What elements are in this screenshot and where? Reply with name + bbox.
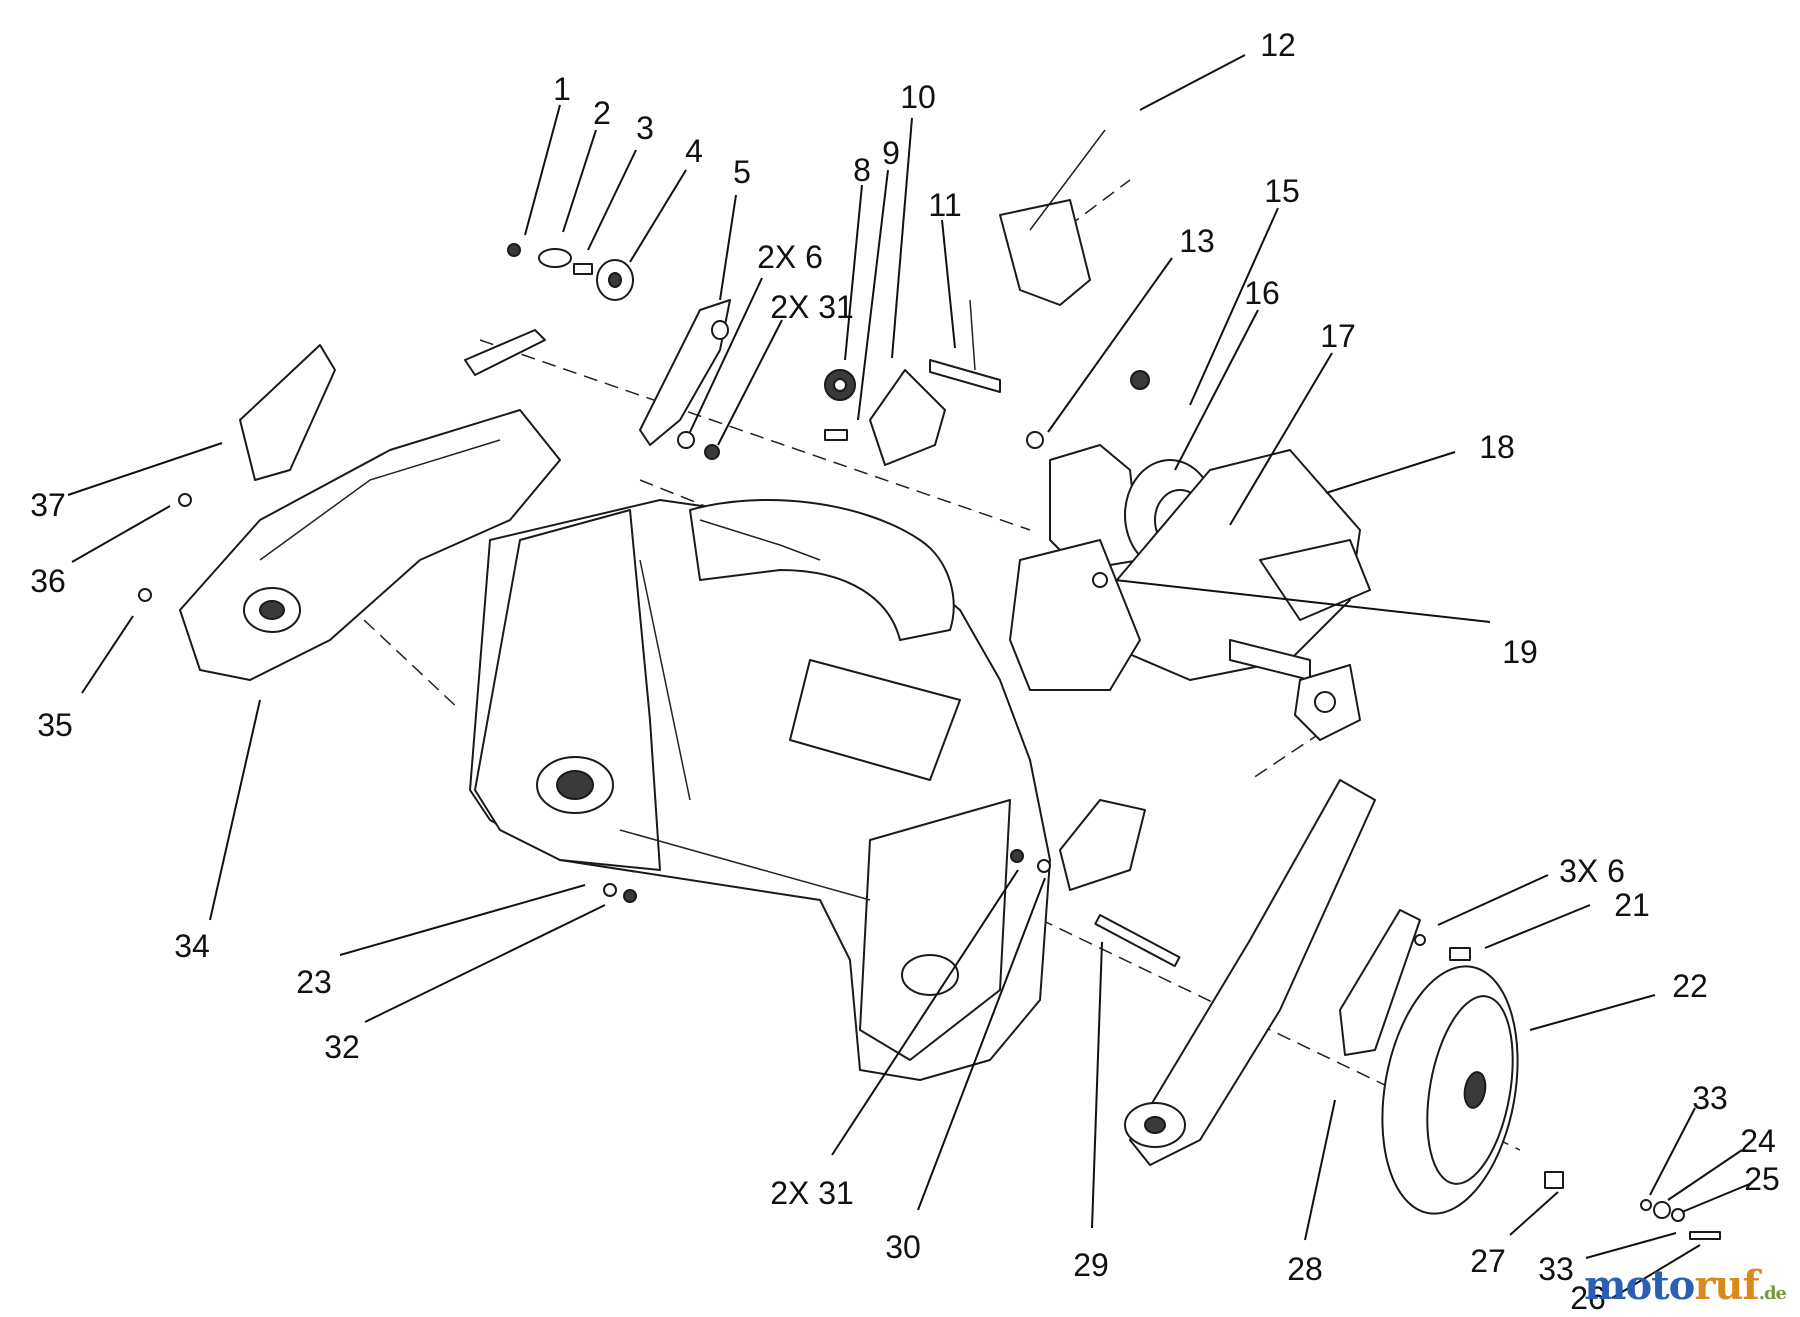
callout-33-lower: 33 — [1538, 1251, 1574, 1287]
bracket-37 — [239, 344, 336, 481]
callout-27: 27 — [1470, 1243, 1506, 1279]
callout-35: 35 — [37, 707, 73, 743]
callout-1: 1 — [553, 71, 571, 107]
bracket-3x6 — [1339, 909, 1421, 1056]
leader-lines — [67, 54, 1753, 1299]
callout-8: 8 — [853, 152, 871, 188]
callout-23: 23 — [296, 964, 332, 1000]
callout-10: 10 — [900, 79, 936, 115]
bushing-27 — [1544, 1171, 1564, 1189]
callout-32: 32 — [324, 1029, 360, 1065]
plate-10 — [869, 369, 946, 466]
callout-28: 28 — [1287, 1251, 1323, 1287]
callout-16: 16 — [1244, 275, 1280, 311]
callout-18: 18 — [1479, 429, 1515, 465]
callout-2: 2 — [593, 95, 611, 131]
bolt-19 — [1092, 572, 1108, 588]
callout-29: 29 — [1073, 1247, 1109, 1283]
callout-26: 26 — [1570, 1280, 1606, 1316]
callout-3: 3 — [636, 110, 654, 146]
shaft-11 — [929, 359, 1001, 393]
tube-30 — [1059, 799, 1146, 891]
rod-29 — [1094, 914, 1181, 968]
callout-labels: 1 2 3 4 5 2X 6 2X 31 8 9 10 11 12 13 15 … — [30, 27, 1780, 1316]
callout-11: 11 — [928, 187, 961, 223]
callout-12: 12 — [1260, 27, 1296, 63]
callout-33-upper: 33 — [1692, 1080, 1728, 1116]
callout-25: 25 — [1744, 1161, 1780, 1197]
bolt-21 — [1449, 947, 1471, 961]
left-side-plate — [179, 344, 561, 681]
watermark-logo: motoruf.de — [1584, 1262, 1787, 1309]
callout-24: 24 — [1740, 1123, 1776, 1159]
plate-28 — [1129, 779, 1376, 1166]
callout-15: 15 — [1264, 173, 1300, 209]
callout-30: 30 — [885, 1229, 921, 1265]
nut-13 — [1026, 431, 1044, 449]
callout-2x31-upper: 2X 31 — [770, 289, 854, 325]
callout-34: 34 — [174, 928, 210, 964]
callout-13: 13 — [1179, 223, 1215, 259]
auger-housing — [469, 499, 1051, 1081]
upper-hardware — [464, 243, 1001, 466]
knob-15 — [1130, 370, 1150, 390]
watermark-text-b: ruf — [1694, 1262, 1759, 1309]
callout-5: 5 — [733, 154, 751, 190]
callout-2x31-lower: 2X 31 — [770, 1175, 854, 1211]
callout-37: 37 — [30, 487, 66, 523]
callout-4: 4 — [685, 133, 703, 169]
bolt-9 — [824, 429, 848, 441]
callout-21: 21 — [1614, 887, 1650, 923]
callout-22: 22 — [1672, 968, 1708, 1004]
callout-17: 17 — [1320, 318, 1356, 354]
motor-assembly — [999, 129, 1371, 741]
watermark-text-c: .de — [1758, 1283, 1787, 1304]
callout-3x6: 3X 6 — [1559, 853, 1625, 889]
bracket-5 — [639, 299, 731, 446]
callout-2x6: 2X 6 — [757, 239, 823, 275]
callout-36: 36 — [30, 563, 66, 599]
bolt-26 — [1689, 1231, 1721, 1240]
callout-19: 19 — [1502, 634, 1538, 670]
right-side-assembly — [138, 493, 1721, 1240]
watermark-text-a: moto — [1584, 1262, 1695, 1309]
cover-12 — [999, 199, 1091, 306]
callout-9: 9 — [882, 135, 900, 171]
